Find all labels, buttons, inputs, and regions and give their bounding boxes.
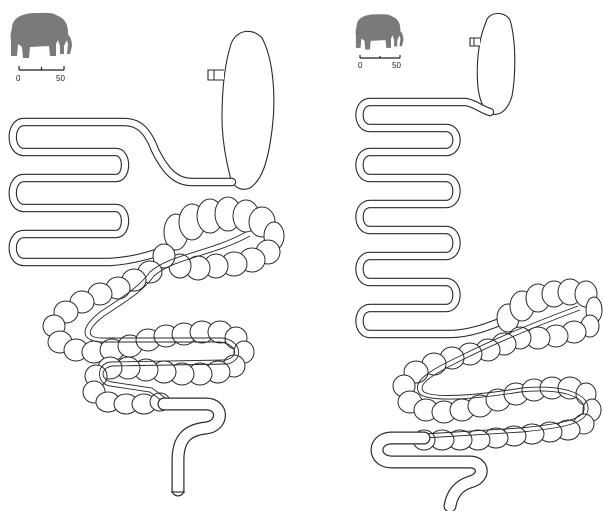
scale-bar: 0 50 bbox=[358, 55, 401, 70]
left-panel: 0 50 bbox=[11, 13, 284, 492]
elephant-icon bbox=[356, 14, 404, 49]
right-panel: 0 50 bbox=[356, 13, 602, 506]
small-intestine bbox=[360, 102, 511, 334]
small-intestine bbox=[13, 122, 232, 262]
rectum bbox=[164, 404, 220, 492]
scale-min-label: 0 bbox=[16, 74, 21, 83]
elephant-icon bbox=[11, 13, 72, 58]
scale-max-label: 50 bbox=[392, 61, 401, 70]
esophagus-stub bbox=[470, 38, 480, 46]
scale-max-label: 50 bbox=[56, 74, 65, 83]
esophagus-stub bbox=[208, 70, 224, 80]
stomach bbox=[477, 13, 515, 114]
caecum bbox=[153, 197, 284, 280]
scale-bar: 0 50 bbox=[16, 66, 65, 83]
stomach bbox=[222, 31, 274, 189]
scale-min-label: 0 bbox=[358, 61, 363, 70]
